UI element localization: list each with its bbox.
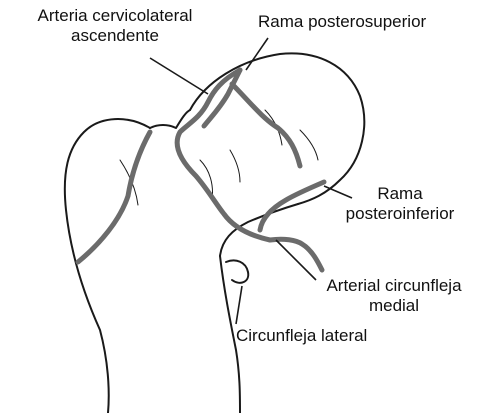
label-circunfleja-medial: Arterial circunfleja medial: [306, 276, 482, 316]
label-circunfleja-medial-line1: Arterial circunfleja: [306, 276, 482, 296]
label-cervicolateral-line1: Arteria cervicolateral: [0, 6, 230, 26]
label-cervicolateral: Arteria cervicolateral ascendente: [0, 6, 230, 46]
label-posterosuperior: Rama posterosuperior: [258, 12, 426, 32]
label-cervicolateral-line2: ascendente: [0, 26, 230, 46]
growth-plate-line-head: [232, 84, 300, 166]
growth-plate-line-trochanter: [78, 132, 150, 262]
label-circunfleja-medial-line2: medial: [306, 296, 482, 316]
medial-circumflex-artery: [270, 239, 322, 270]
label-posteroinferior-line1: Rama: [330, 184, 470, 204]
leader-circunfleja-lateral: [236, 286, 242, 324]
bone-texture: [120, 110, 318, 205]
leader-cervicolateral: [150, 58, 208, 94]
lateral-circumflex-branch: [226, 260, 248, 282]
leader-circunfleja-medial: [276, 240, 316, 280]
label-posteroinferior-line2: posteroinferior: [330, 204, 470, 224]
label-circunfleja-lateral: Circunfleja lateral: [236, 326, 367, 346]
leader-posterosuperior: [246, 38, 268, 70]
ascending-cervicolateral-artery: [177, 70, 270, 240]
label-posteroinferior: Rama posteroinferior: [330, 184, 470, 224]
